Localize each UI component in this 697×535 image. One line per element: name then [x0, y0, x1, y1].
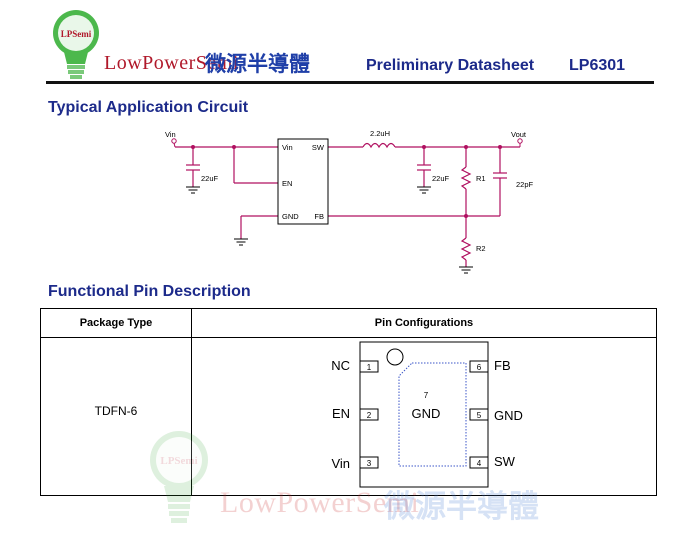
ic-pin-gnd: GND — [282, 212, 299, 221]
header-package-type: Package Type — [79, 317, 153, 329]
watermark-brand-name: LowPowerSemi — [220, 486, 420, 519]
document-title: Preliminary Datasheet — [366, 57, 535, 74]
application-circuit-diagram: Vin SW EN GND FB Vin Vout 2.2uH 22uF 22u… — [165, 129, 534, 274]
center-pad-number: 7 — [424, 391, 429, 400]
pin-number: 1 — [367, 363, 372, 372]
r1-label: R1 — [476, 174, 486, 183]
pin-number: 5 — [477, 411, 482, 420]
pin-name-left: Vin — [331, 456, 350, 471]
header-divider — [46, 81, 654, 84]
pin-name-right: GND — [494, 408, 523, 423]
brand-name: LowPowerSemi — [104, 52, 239, 74]
pin-name-left: NC — [331, 358, 350, 373]
input-cap-label: 22uF — [201, 174, 219, 183]
ic-pin-en: EN — [282, 179, 292, 188]
pinout-diagram: 1 2 3 6 5 4 7 NC EN Vin FB GND SW GND — [331, 341, 523, 488]
pin-number: 4 — [477, 459, 482, 468]
logo-text: LPSemi — [61, 29, 92, 39]
section-title-typical-application: Typical Application Circuit — [48, 99, 249, 116]
output-cap-label: 22uF — [432, 174, 450, 183]
pin-name-right: SW — [494, 454, 516, 469]
watermark-logo-icon: LPSemi — [150, 431, 208, 523]
ic-pin-sw: SW — [312, 143, 325, 152]
center-pad-name: GND — [412, 406, 441, 421]
pin-description-table: Package Type Pin Configurations TDFN-6 1… — [40, 308, 657, 496]
pin-number: 3 — [367, 459, 372, 468]
ic-pin-vin: Vin — [282, 143, 293, 152]
header-pin-configurations: Pin Configurations — [374, 317, 474, 329]
part-number: LP6301 — [569, 57, 626, 74]
section-title-functional-pin: Functional Pin Description — [48, 283, 251, 300]
company-logo-icon: LPSemi — [53, 10, 99, 79]
vout-label: Vout — [511, 130, 527, 139]
watermark-logo-text: LPSemi — [160, 455, 197, 467]
pin-name-right: FB — [494, 358, 511, 373]
vin-label: Vin — [165, 130, 176, 139]
table-column-divider — [191, 309, 192, 495]
inductor-label: 2.2uH — [370, 129, 390, 138]
package-name: TDFN-6 — [94, 404, 138, 418]
r2-label: R2 — [476, 244, 486, 253]
watermark-brand-chinese: 微源半導體 — [384, 489, 539, 525]
ic-pin-fb: FB — [314, 212, 324, 221]
brand-name-chinese: 微源半導體 — [205, 52, 310, 76]
pin-number: 6 — [477, 363, 482, 372]
pin-number: 2 — [367, 411, 372, 420]
pin-name-left: EN — [332, 406, 350, 421]
feedforward-cap-label: 22pF — [516, 180, 534, 189]
table-header-divider — [41, 337, 656, 338]
